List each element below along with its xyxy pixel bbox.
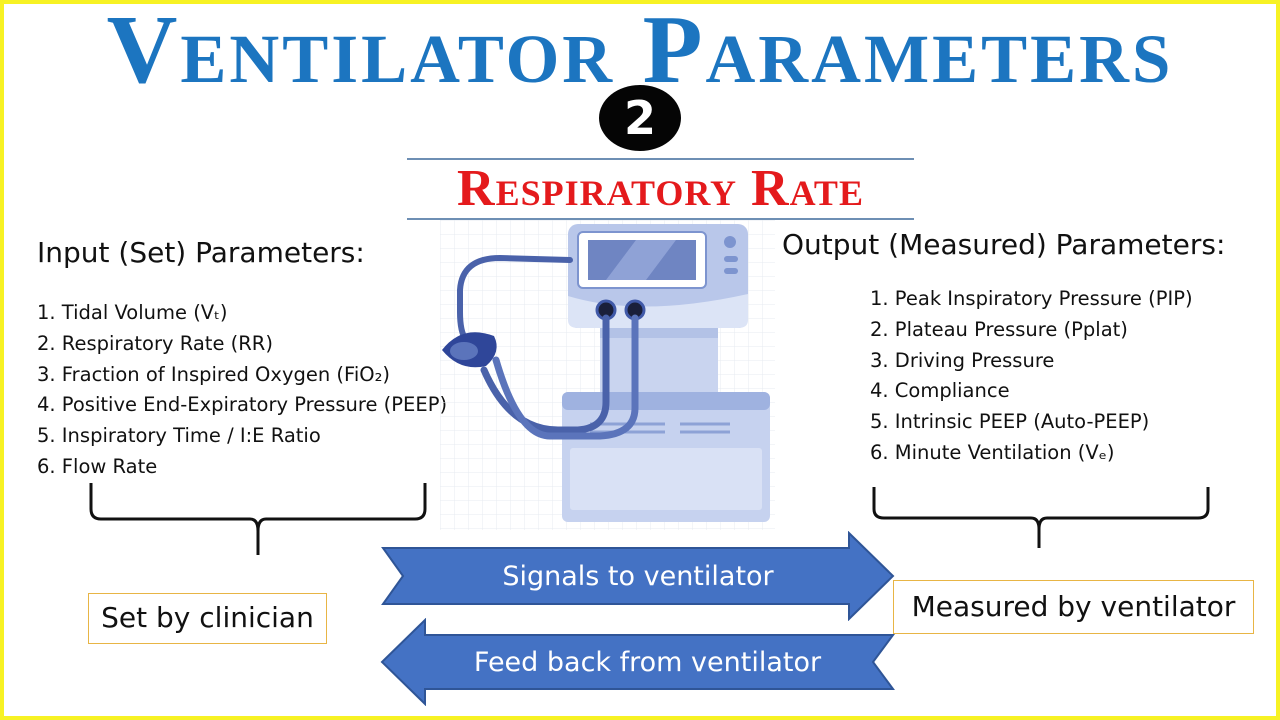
base-top bbox=[562, 392, 770, 410]
output-item: 1. Peak Inspiratory Pressure (PIP) bbox=[870, 287, 1193, 310]
subtitle-banner: Respiratory Rate bbox=[407, 158, 914, 220]
monitor-knob-icon bbox=[724, 236, 736, 248]
monitor-button-icon bbox=[724, 268, 738, 274]
input-item: 1. Tidal Volume (Vₜ) bbox=[37, 301, 228, 324]
ventilator-illustration bbox=[440, 220, 775, 530]
number-badge: 2 bbox=[599, 85, 681, 151]
feedback-arrow-label: Feed back from ventilator bbox=[473, 647, 822, 678]
set-by-clinician-box: Set by clinician bbox=[88, 593, 327, 644]
output-item: 6. Minute Ventilation (Vₑ) bbox=[870, 440, 1115, 464]
monitor-button-icon bbox=[724, 256, 738, 262]
base-drawer bbox=[570, 448, 762, 510]
measured-by-ventilator-box: Measured by ventilator bbox=[893, 580, 1254, 634]
output-item: 4. Compliance bbox=[870, 379, 1010, 403]
monitor-front-panel bbox=[568, 294, 748, 328]
input-item: 5. Inspiratory Time / I:E Ratio bbox=[37, 424, 321, 448]
input-item: 2. Respiratory Rate (RR) bbox=[37, 331, 273, 355]
subtitle-text: Respiratory Rate bbox=[457, 160, 864, 217]
breathing-tube bbox=[480, 314, 610, 434]
mask-highlight bbox=[450, 342, 478, 360]
page-title: Ventilator Parameters bbox=[106, 0, 1174, 104]
stand-top-shade bbox=[600, 328, 718, 338]
breathing-tube bbox=[492, 314, 639, 440]
signals-arrow-label: Signals to ventilator bbox=[502, 561, 774, 592]
screen-glare bbox=[606, 240, 676, 280]
output-brace bbox=[872, 487, 1210, 548]
support-arm bbox=[457, 254, 573, 343]
input-heading: Input (Set) Parameters: bbox=[37, 236, 365, 269]
input-brace bbox=[89, 483, 427, 555]
output-item: 3. Driving Pressure bbox=[870, 348, 1055, 372]
input-item: 3. Fraction of Inspired Oxygen (FiO₂) bbox=[37, 362, 391, 386]
input-parameter-list: 1. Tidal Volume (Vₜ) 2. Respiratory Rate… bbox=[37, 298, 447, 483]
output-item: 5. Intrinsic PEEP (Auto-PEEP) bbox=[870, 410, 1150, 434]
input-item: 6. Flow Rate bbox=[37, 454, 158, 478]
feedback-arrow bbox=[380, 618, 895, 706]
output-heading: Output (Measured) Parameters: bbox=[782, 228, 1226, 261]
signals-arrow bbox=[381, 531, 895, 621]
input-item: 4. Positive End-Expiratory Pressure (PEE… bbox=[37, 393, 448, 417]
output-parameter-list: 1. Peak Inspiratory Pressure (PIP) 2. Pl… bbox=[870, 284, 1193, 469]
output-item: 2. Plateau Pressure (Pplat) bbox=[870, 317, 1128, 341]
